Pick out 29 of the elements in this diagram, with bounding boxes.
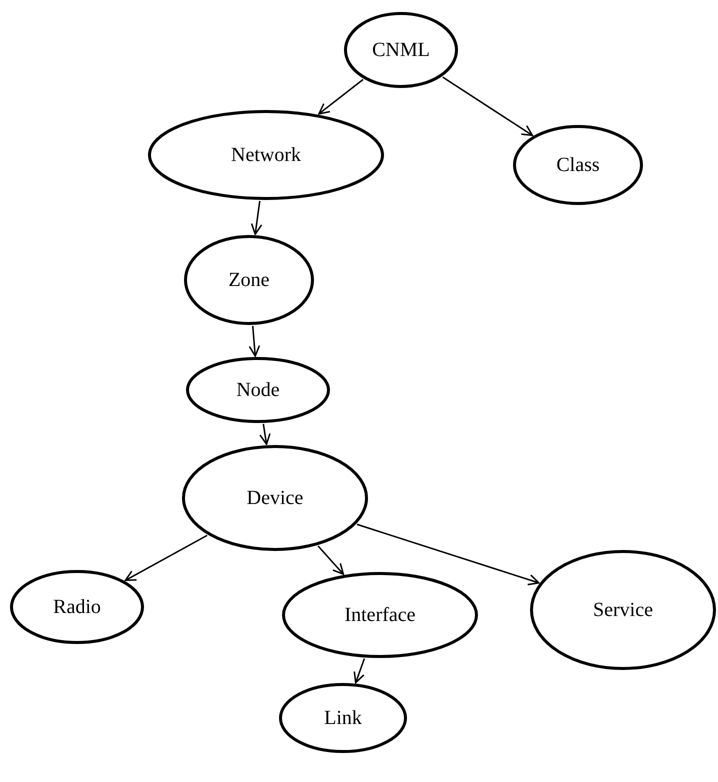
arrow xyxy=(442,76,534,136)
arrow xyxy=(259,424,271,445)
ellipse-node xyxy=(148,110,384,200)
node-label: Zone xyxy=(228,268,270,292)
node-label: Device xyxy=(246,486,304,510)
ellipse-node xyxy=(184,235,314,325)
ellipse-node xyxy=(10,570,144,644)
arrow xyxy=(318,78,364,115)
ellipse-node xyxy=(513,125,643,205)
ellipse-node xyxy=(182,445,368,551)
ellipse-node xyxy=(530,550,716,670)
arrow xyxy=(318,546,344,575)
ellipse-node xyxy=(279,683,407,753)
arrow xyxy=(354,658,366,684)
node-label: Service xyxy=(593,598,653,622)
ellipse-node xyxy=(186,357,330,423)
arrow xyxy=(248,326,260,357)
arrow xyxy=(356,524,540,586)
arrow xyxy=(250,200,262,235)
node-label: Interface xyxy=(344,602,416,628)
node-label: Network xyxy=(231,142,301,168)
ellipse-node xyxy=(282,572,478,658)
arrow xyxy=(124,534,208,582)
node-label: Class xyxy=(556,152,600,178)
node-label: Radio xyxy=(53,594,101,620)
node-label: Link xyxy=(324,706,362,730)
node-label: Node xyxy=(236,378,280,402)
node-label: CNML xyxy=(372,38,430,62)
ellipse-node xyxy=(344,12,458,88)
